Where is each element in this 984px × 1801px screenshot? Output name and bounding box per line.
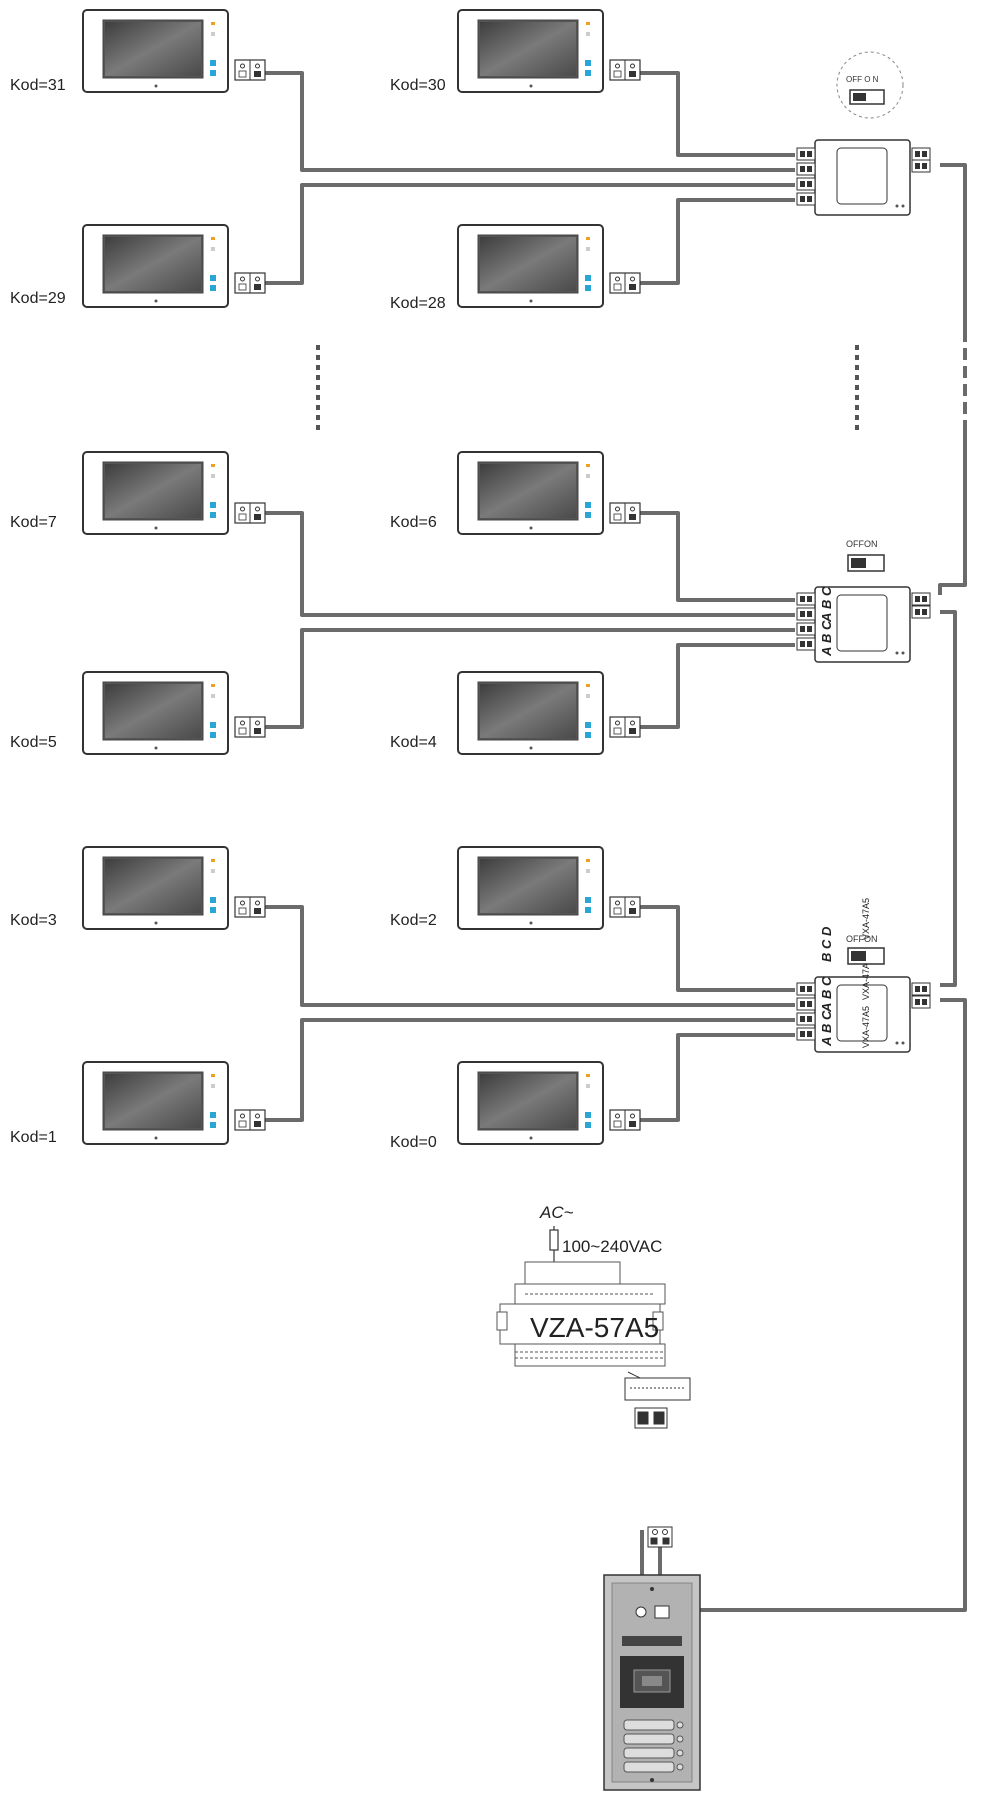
monitor-label: Kod=31 [10, 77, 66, 94]
dip-switch-icon[interactable]: OFFON [846, 934, 885, 965]
monitor-kod5: Kod=5 [10, 671, 266, 755]
psu-model: VZA-57A5 [530, 1312, 659, 1343]
monitor-kod29: Kod=29 [10, 224, 266, 308]
wire-trunk-mid2 [940, 610, 957, 987]
power-plug-icon [549, 1226, 559, 1262]
monitor-label: Kod=2 [390, 912, 437, 929]
wire-kod5 [265, 628, 795, 729]
wire-trunk-bottom [658, 998, 967, 1612]
switch-label: OFFON [846, 934, 878, 944]
monitor-kod0: Kod=0 [390, 1061, 641, 1151]
abcd-labels: A B C A B C [819, 586, 834, 657]
wire-kod0 [640, 1033, 795, 1122]
wire-kod28 [640, 198, 795, 285]
monitor-label: Kod=0 [390, 1134, 437, 1151]
abcd-labels: A B C A B C B C D [819, 926, 834, 1047]
svg-text:VXA-47A5: VXA-47A5 [861, 898, 871, 940]
monitor-label: Kod=3 [10, 912, 57, 929]
monitor-kod28: Kod=28 [390, 224, 641, 312]
dip-switch-icon[interactable]: OFF O N [836, 51, 904, 119]
wire-kod6 [640, 511, 795, 602]
monitor-kod2: Kod=2 [390, 846, 641, 930]
wire-kod1 [265, 1018, 795, 1122]
monitors: Kod=31 Kod=30 Kod=29 Kod=28 Kod=7 Kod=6 [10, 9, 641, 1151]
wire-kod3 [265, 905, 795, 1007]
svg-text:C: C [819, 1010, 834, 1020]
svg-text:D: D [819, 926, 834, 936]
power-supply: AC~ 100~240VAC VZA-57A5 [496, 1203, 691, 1429]
monitor-kod7: Kod=7 [10, 451, 266, 535]
svg-text:B: B [819, 990, 834, 999]
input-voltage: 100~240VAC [562, 1237, 662, 1256]
monitor-label: Kod=29 [10, 290, 66, 307]
wire-kod2 [640, 905, 795, 992]
svg-text:C: C [819, 620, 834, 630]
svg-text:A: A [819, 1003, 834, 1013]
svg-text:A: A [819, 647, 834, 657]
monitor-kod1: Kod=1 [10, 1061, 266, 1146]
monitor-label: Kod=5 [10, 734, 57, 751]
monitor-label: Kod=28 [390, 295, 446, 312]
wires [265, 71, 967, 1710]
svg-text:B: B [819, 953, 834, 962]
wire-kod7 [265, 511, 795, 617]
switch-label: OFF O N [846, 75, 879, 84]
svg-text:VXA-47A5: VXA-47A5 [861, 1006, 871, 1048]
svg-text:A: A [819, 1037, 834, 1047]
distributor-bottom: A B C A B C B C D VXA-47A5 VXA-47A5 VXA-… [796, 898, 931, 1053]
switch-label: OFFON [846, 539, 878, 549]
svg-text:C: C [819, 976, 834, 986]
dip-switch-icon[interactable]: OFFON [846, 539, 885, 572]
svg-text:C: C [819, 939, 834, 949]
ellipsis-markers [316, 345, 859, 430]
door-station-icon [603, 1526, 701, 1791]
monitor-kod30: Kod=30 [390, 9, 641, 94]
ac-symbol: AC~ [539, 1203, 574, 1222]
monitor-label: Kod=1 [10, 1129, 57, 1146]
wire-trunk-top [940, 163, 967, 330]
monitor-label: Kod=7 [10, 514, 57, 531]
wire-kod30 [640, 71, 795, 157]
distributor-top: OFF O N [796, 51, 931, 216]
svg-text:B: B [819, 634, 834, 643]
monitor-kod4: Kod=4 [390, 671, 641, 755]
wire-trunk-mid [938, 420, 967, 595]
wire-kod29 [265, 183, 795, 285]
svg-text:A: A [819, 613, 834, 623]
svg-text:B: B [819, 600, 834, 609]
wire-kod4 [640, 643, 795, 729]
monitor-kod31: Kod=31 [10, 9, 266, 94]
monitor-label: Kod=30 [390, 77, 446, 94]
svg-text:C: C [819, 586, 834, 596]
model-labels: VXA-47A5 VXA-47A5 VXA-47A5 [861, 898, 871, 1048]
svg-text:VXA-47A5: VXA-47A5 [861, 958, 871, 1000]
monitor-kod6: Kod=6 [390, 451, 641, 535]
svg-text:B: B [819, 1024, 834, 1033]
terminal-block-icon [647, 1526, 673, 1548]
monitor-kod3: Kod=3 [10, 846, 266, 930]
monitor-label: Kod=4 [390, 734, 437, 751]
distributor-middle: A B C A B C OFFON [796, 539, 931, 663]
monitor-label: Kod=6 [390, 514, 437, 531]
wire-kod31 [265, 71, 795, 172]
